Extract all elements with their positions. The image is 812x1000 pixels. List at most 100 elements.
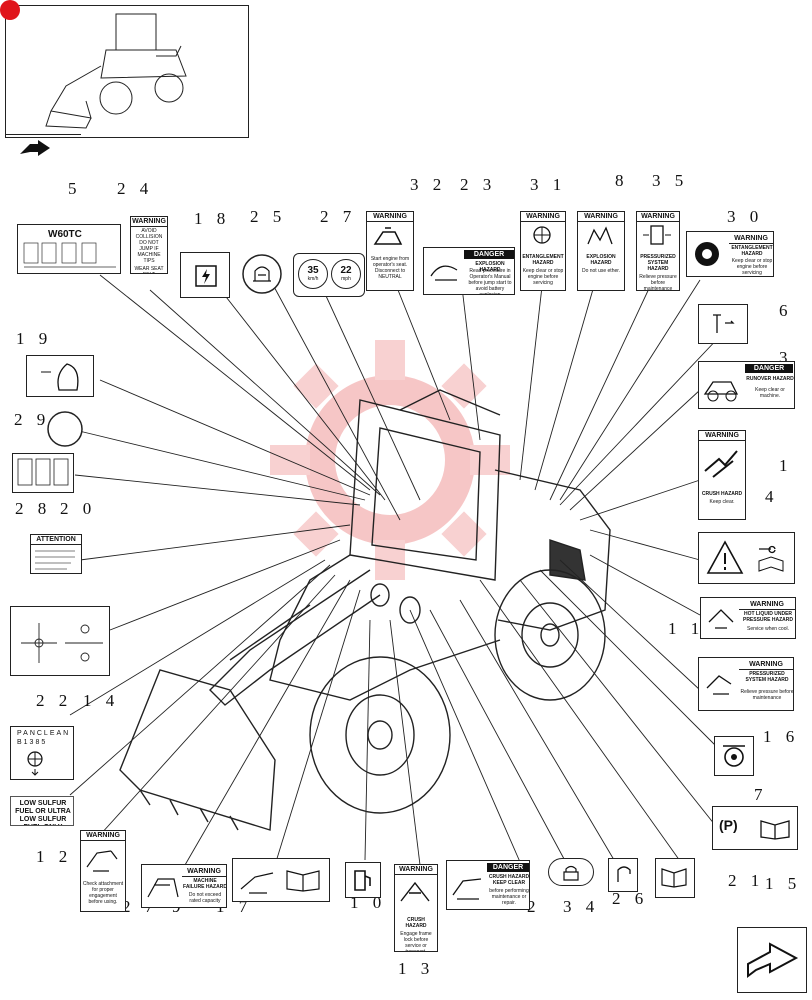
- decal-30-text: Keep clear or stop engine before servici…: [731, 258, 773, 276]
- decal-2-crush-danger[interactable]: DANGER CRUSH HAZARD KEEP CLEAR before pe…: [446, 860, 530, 910]
- decal-12-text: LOW SULFUR FUEL OR ULTRA LOW SULFUR FUEL…: [15, 800, 71, 825]
- callout-21: 2 1: [728, 871, 765, 890]
- stair-arrow-icon[interactable]: [16, 136, 66, 158]
- callout-30: 3 0: [727, 207, 764, 226]
- decal-9-machine-failure[interactable]: WARNING MACHINE FAILURE HAZARD Do not ex…: [141, 864, 227, 908]
- decal-13-title: CRUSH HAZARD: [405, 917, 427, 929]
- decal-35-text: Relieve pressure before maintenance: [639, 274, 677, 291]
- decal-1-header: WARNING: [699, 431, 745, 441]
- callout-14: 1 4: [83, 691, 120, 710]
- decal-1-title: CRUSH HAZARD: [701, 491, 743, 497]
- operator-seat-icon: [373, 227, 403, 245]
- decal-28-panel-graphic[interactable]: [12, 453, 74, 493]
- callout-27-top: 2 7: [320, 207, 357, 226]
- callout-7: 7: [754, 785, 768, 804]
- decal-7-hydraulic[interactable]: [714, 736, 754, 776]
- decal-25-beacon-icon[interactable]: [241, 253, 283, 295]
- decal-21-manual[interactable]: [655, 858, 695, 898]
- decal-23-explosion-danger[interactable]: DANGER EXPLOSION HAZARD Read procedure i…: [423, 247, 515, 295]
- ether-explosion-icon: [587, 226, 613, 245]
- callout-23: 2 3: [460, 175, 497, 194]
- decal-14-control-pattern[interactable]: [10, 606, 110, 676]
- red-marker-dot: [0, 0, 20, 20]
- manual-book-icon-2: [286, 870, 320, 892]
- decal-11-hot-liquid[interactable]: WARNING HOT LIQUID UNDER PRESSURE HAZARD…: [700, 597, 796, 639]
- decal-9-header: WARNING: [182, 867, 226, 877]
- callout-24: 2 4: [117, 179, 154, 198]
- decal-20-attention[interactable]: ATTENTION: [30, 534, 82, 574]
- decal-13-frame-lock[interactable]: WARNING CRUSH HAZARD Engage frame lock b…: [394, 864, 438, 952]
- decal-18-battery[interactable]: [180, 252, 230, 298]
- callout-26: 2 6: [612, 889, 649, 908]
- decal-19-hand-guard[interactable]: [26, 355, 94, 397]
- speed-mph-value: 22: [340, 265, 352, 276]
- decal-20-header: ATTENTION: [31, 535, 81, 545]
- callout-12: 1 2: [36, 847, 73, 866]
- decal-34-oval[interactable]: [548, 858, 594, 886]
- model-name: W60TC: [48, 229, 82, 240]
- decal-16-text: Relieve pressure before maintenance: [740, 689, 794, 701]
- warning-triangle-icon: [706, 540, 744, 574]
- decal-30-header: WARNING: [729, 234, 773, 244]
- manual-book-icon: [760, 820, 790, 840]
- decal-35-pressurized[interactable]: WARNING PRESSURIZED SYSTEM HAZARD Reliev…: [636, 211, 680, 291]
- decal-16-pressurized-system[interactable]: WARNING PRESSURIZED SYSTEM HAZARD Reliev…: [698, 657, 794, 711]
- decal-11-title: HOT LIQUID UNDER PRESSURE HAZARD: [742, 611, 793, 623]
- callout-15: 1 5: [765, 874, 802, 893]
- callout-29: 2 9: [14, 410, 51, 429]
- decal-31-entanglement[interactable]: WARNING ENTANGLEMENT HAZARD Keep clear o…: [520, 211, 566, 291]
- decal-4-read-manual[interactable]: [698, 532, 795, 584]
- decal-35-title: PRESSURIZED SYSTEM HAZARD: [640, 254, 676, 272]
- callout-13: 1 3: [398, 959, 435, 978]
- decal-9-title: MACHINE FAILURE HAZARD: [183, 878, 227, 890]
- decal-3-runover-danger[interactable]: DANGER RUNOVER HAZARD Keep clear or mach…: [698, 361, 795, 409]
- decal-27-speed-limit[interactable]: 35 km/h 22 mph: [293, 253, 365, 297]
- decal-23-title: EXPLOSION HAZARD: [475, 261, 505, 273]
- battery-lightning-icon: [195, 265, 217, 287]
- gauge-panel-icon: [17, 458, 69, 486]
- decal-24-text: AVOID COLLISION DO NOT JUMP IF MACHINE T…: [135, 228, 163, 264]
- decal-17-lift-points[interactable]: [232, 858, 330, 902]
- decal-1-crush-warning[interactable]: WARNING CRUSH HAZARD Keep clear.: [698, 430, 746, 520]
- decal-3-header: DANGER: [745, 364, 793, 373]
- decal-27-attachment-warning[interactable]: WARNING Check attachment for proper enga…: [80, 830, 126, 912]
- battery-explosion-icon: [430, 265, 458, 281]
- decal-24-belt: WEAR SEAT BELT: [134, 266, 164, 273]
- callout-32: 3 2: [410, 175, 447, 194]
- lock-icon: [563, 865, 579, 881]
- decal-8-explosion-ether[interactable]: WARNING EXPLOSION HAZARD Do not use ethe…: [577, 211, 625, 291]
- decal-10-fuel[interactable]: [345, 862, 381, 898]
- frame-lock-icon: [400, 881, 430, 902]
- decal-12-low-sulfur-fuel[interactable]: LOW SULFUR FUEL OR ULTRA LOW SULFUR FUEL…: [10, 796, 74, 826]
- decal-32-start-warning[interactable]: WARNING Start engine from operator's sea…: [366, 211, 414, 291]
- loader-runover-icon: [703, 381, 739, 402]
- callout-3: 3: [779, 348, 793, 367]
- decal-15-parking-brake[interactable]: (P): [712, 806, 798, 850]
- callout-8: 8: [615, 171, 629, 190]
- decal-22-panclean[interactable]: PANCLEAN B1385: [10, 726, 74, 780]
- callout-4: 4: [765, 487, 779, 506]
- fuel-cap-icon: [617, 866, 631, 882]
- decal-30-entanglement[interactable]: WARNING ENTANGLEMENT HAZARD Keep clear o…: [686, 231, 774, 277]
- decal-3-text: Keep clear or machine.: [755, 387, 785, 399]
- decal-29-round-blank[interactable]: [46, 410, 84, 448]
- callout-5: 5: [68, 179, 82, 198]
- decal-2-title: CRUSH HAZARD KEEP CLEAR: [488, 874, 530, 886]
- attachment-coupler-icon: [86, 850, 118, 872]
- decal-13-header: WARNING: [395, 865, 437, 875]
- overload-icon: [147, 878, 179, 898]
- callout-11: 1 1: [668, 619, 705, 638]
- open-book-icon: [661, 868, 687, 888]
- overview-thumbnail[interactable]: [0, 0, 249, 156]
- decal-5-model-plate[interactable]: W60TC: [17, 224, 121, 274]
- next-page-button[interactable]: [737, 927, 807, 993]
- decal-2-text: before performing maintenance or repair.: [489, 888, 529, 906]
- decal-6-manual-reference[interactable]: [698, 304, 748, 344]
- callout-6: 6: [779, 301, 793, 320]
- fuel-pump-icon: [354, 870, 371, 891]
- decal-30-title: ENTANGLEMENT HAZARD: [731, 245, 773, 257]
- decal-24-collision-warning[interactable]: WARNING AVOID COLLISION DO NOT JUMP IF M…: [130, 216, 168, 274]
- decal-26-fuel-cap[interactable]: [608, 858, 638, 892]
- fan-entanglement-icon: [533, 226, 551, 244]
